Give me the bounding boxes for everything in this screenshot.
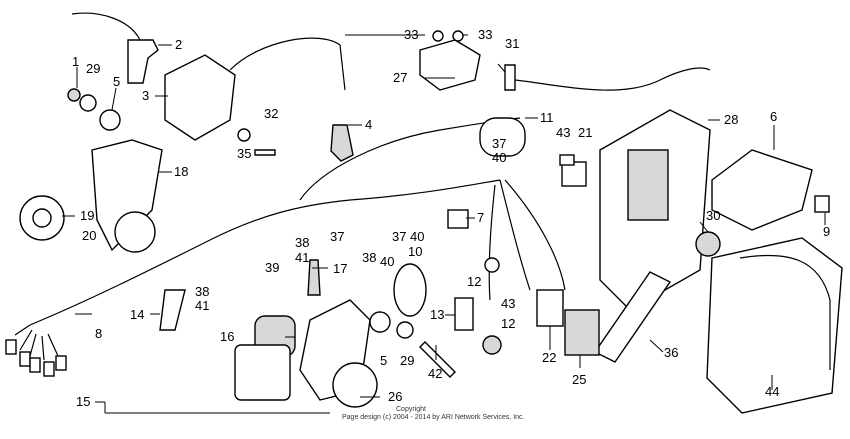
callout-2: 2 (175, 37, 182, 52)
battery-44 (706, 237, 843, 414)
callout-25: 25 (572, 372, 586, 387)
callout-17: 17 (333, 261, 347, 276)
callout-21: 21 (578, 125, 592, 140)
bulb-12a (484, 257, 500, 273)
callout-33a: 33 (404, 27, 418, 42)
callout-7: 7 (477, 210, 484, 225)
callout-labels: 1 2 3 4 5 5 6 7 8 9 10 11 12 12 13 14 15… (72, 27, 830, 409)
connector-7 (447, 209, 469, 229)
callout-41b: 41 (195, 298, 209, 313)
callout-29b: 29 (400, 353, 414, 368)
cover-6 (711, 149, 813, 231)
horn-bracket-18 (91, 139, 163, 252)
plug-cap-4 (330, 124, 354, 162)
callout-13: 13 (430, 307, 444, 322)
switch-13 (454, 297, 474, 331)
callout-4: 4 (365, 117, 372, 132)
callout-44: 44 (765, 384, 779, 399)
callout-12a: 12 (467, 274, 481, 289)
callout-35: 35 (237, 146, 251, 161)
callout-28: 28 (724, 112, 738, 127)
callout-14: 14 (130, 307, 144, 322)
bolt-32 (254, 149, 276, 156)
callout-1: 1 (72, 54, 79, 69)
component-11 (479, 117, 526, 157)
washer-1 (67, 88, 81, 102)
callout-40a: 40 (492, 150, 506, 165)
spark-plug-17 (307, 259, 321, 296)
callout-30: 30 (706, 208, 720, 223)
callout-43a: 43 (556, 125, 570, 140)
bolt-42 (419, 341, 456, 378)
switch-group-15 (234, 344, 291, 401)
screw-33a (432, 30, 444, 42)
callout-29a: 29 (86, 61, 100, 76)
grommet-5b (369, 311, 391, 333)
callout-37a: 37 (330, 229, 344, 244)
component-10 (393, 263, 427, 317)
callout-5b: 5 (380, 353, 387, 368)
callout-12b: 12 (501, 316, 515, 331)
callout-31: 31 (505, 36, 519, 51)
leader-lines (62, 34, 826, 414)
callout-38a: 38 (295, 235, 309, 250)
grommet-5a (99, 109, 121, 131)
callout-36: 36 (664, 345, 678, 360)
callout-37c: 37 (492, 136, 506, 151)
connector-9 (814, 195, 830, 213)
callout-15: 15 (76, 394, 90, 409)
clamp-31 (504, 64, 516, 91)
callout-16: 16 (220, 329, 234, 344)
callout-20: 20 (82, 228, 96, 243)
cap-30 (695, 231, 721, 257)
bracket-2 (127, 39, 159, 84)
ignition-coil-3 (164, 54, 236, 141)
bracket-14 (159, 289, 186, 331)
callout-10: 10 (408, 244, 422, 259)
callout-3: 3 (142, 88, 149, 103)
callout-42: 42 (428, 366, 442, 381)
callout-5a: 5 (113, 74, 120, 89)
callout-41a: 41 (295, 250, 309, 265)
callout-40b: 40 (380, 254, 394, 269)
callout-6: 6 (770, 109, 777, 124)
callout-22: 22 (542, 350, 556, 365)
copyright-line-2: Page design (c) 2004 - 2014 by ARI Netwo… (342, 414, 525, 421)
callout-38c: 38 (195, 284, 209, 299)
callout-8: 8 (95, 326, 102, 341)
callout-33b: 33 (478, 27, 492, 42)
callout-9: 9 (823, 224, 830, 239)
callout-38b: 38 (362, 250, 376, 265)
copyright-line-1: Copyright (396, 406, 426, 413)
main-wire-harness (29, 179, 501, 326)
screw-33b (452, 30, 464, 42)
battery-band-36 (593, 271, 672, 363)
relay-22 (536, 289, 564, 327)
callout-40c: 40 (410, 229, 424, 244)
callout-37b: 37 (392, 229, 406, 244)
bulb-12b (482, 335, 502, 355)
callout-39: 39 (265, 260, 279, 275)
callout-19: 19 (80, 208, 94, 223)
callout-43b: 43 (501, 296, 515, 311)
regulator-25 (564, 309, 600, 356)
callout-11: 11 (540, 110, 554, 125)
washer-35 (237, 128, 251, 142)
callout-32: 32 (264, 106, 278, 121)
fuse-43 (559, 154, 575, 166)
component-27 (419, 39, 481, 91)
grommet-29a (79, 94, 97, 112)
callout-18: 18 (174, 164, 188, 179)
callout-27: 27 (393, 70, 407, 85)
grommet-29b (396, 321, 414, 339)
callout-26: 26 (388, 389, 402, 404)
